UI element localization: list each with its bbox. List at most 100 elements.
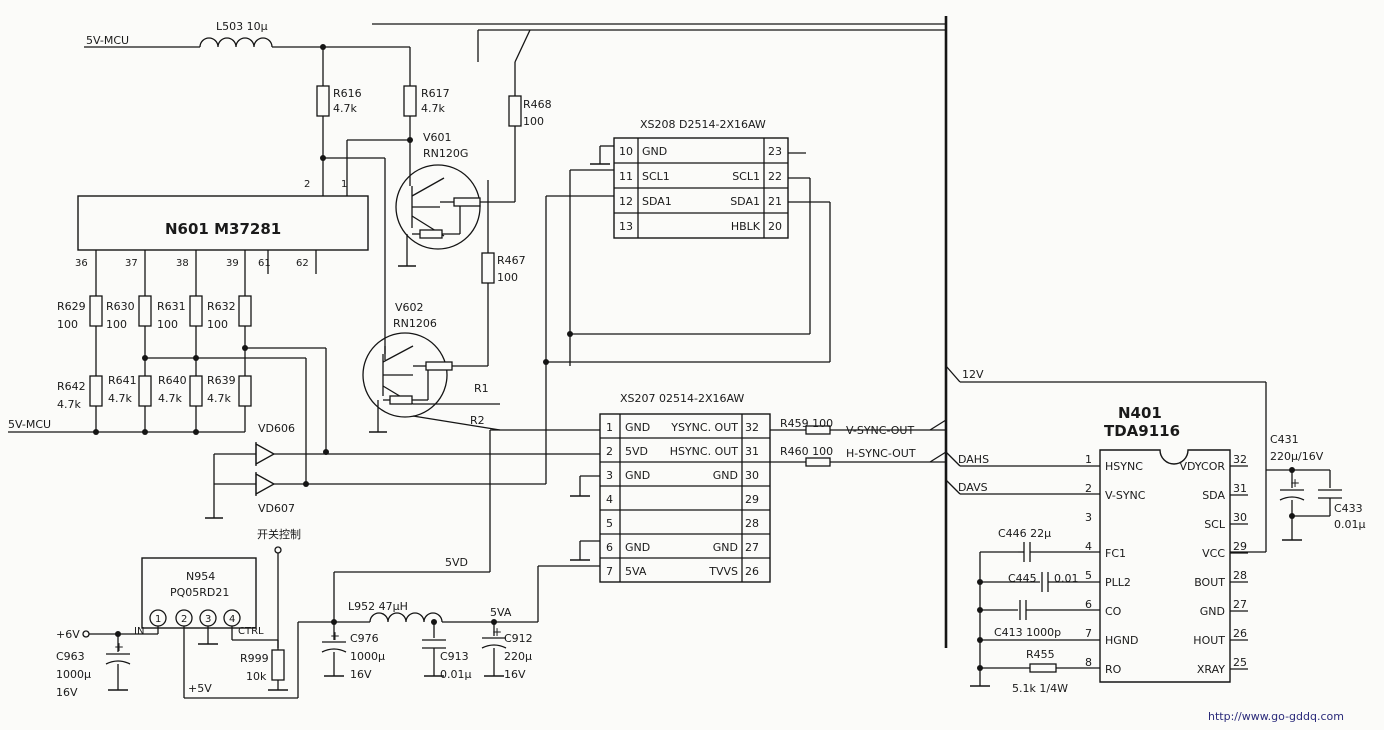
n401-left-pin-number: 5	[1085, 569, 1092, 582]
xs207-right-pin: 28	[745, 517, 759, 530]
label-n601-pin38: 38	[176, 258, 189, 269]
n401-left-pin-name: HGND	[1105, 634, 1139, 647]
label-r467-name: R467	[497, 254, 526, 267]
xs207-left-signal: GND	[625, 421, 650, 434]
label-c433-value: 0.01μ	[1334, 518, 1366, 531]
svg-text:+: +	[1290, 476, 1300, 490]
label-v601-part: RN120G	[423, 147, 468, 160]
xs207-right-pin: 27	[745, 541, 759, 554]
xs208-left-pin: 12	[619, 195, 633, 208]
label-r639-value: 4.7k	[207, 392, 231, 405]
xs207-left-signal: 5VD	[625, 445, 648, 458]
label-5va: 5VA	[490, 606, 512, 619]
label-c976-name: C976	[350, 632, 379, 645]
label-r640-value: 4.7k	[158, 392, 182, 405]
n401-left-pin-name: HSYNC	[1105, 460, 1143, 473]
l503-supply-group: 5V-MCU L503 10μ	[84, 20, 411, 86]
n401-right-pin-name: HOUT	[1193, 634, 1225, 647]
label-n601-pin62: 62	[296, 258, 309, 269]
resistor-r467: R467 100	[481, 252, 526, 284]
label-r455-name: R455	[1026, 648, 1055, 661]
label-r455-value: 5.1k 1/4W	[1012, 682, 1068, 695]
label-n601-pin37: 37	[125, 258, 138, 269]
label-r999-name: R999	[240, 652, 269, 665]
resistor-r460: R460 100	[780, 445, 833, 467]
xs207-right-signal: TVVS	[708, 565, 738, 578]
label-12v: 12V	[962, 368, 984, 381]
xs207-right-signal: GND	[713, 469, 738, 482]
n401-right-pin-number: 31	[1233, 482, 1247, 495]
label-r460: R460 100	[780, 445, 833, 458]
label-xs208-title: XS208 D2514-2X16AW	[640, 118, 766, 131]
label-c413: C413 1000p	[994, 626, 1061, 639]
capacitor-c963: + C963 1000μ 16V	[56, 640, 131, 699]
label-r641-name: R641	[108, 374, 137, 387]
resistor-r459: R459 100	[780, 417, 833, 435]
label-c445-name: C445	[1008, 572, 1037, 585]
n401-left-pin-number: 3	[1085, 511, 1092, 524]
n401-left-pin-number: 1	[1085, 453, 1092, 466]
label-n401-part: TDA9116	[1104, 422, 1180, 440]
label-xs207-title: XS207 02514-2X16AW	[620, 392, 744, 405]
label-plus-5v: +5V	[188, 682, 212, 695]
n401-right-pin-name: SCL	[1204, 518, 1226, 531]
resistor-r631: R631 100	[157, 295, 203, 331]
n401-right-pin-number: 26	[1233, 627, 1247, 640]
xs207-left-signal: GND	[625, 541, 650, 554]
label-n601: N601 M37281	[165, 220, 281, 238]
n401-right-pin-number: 29	[1233, 540, 1247, 553]
label-r642-name: R642	[57, 380, 86, 393]
n401-right-pin-name: BOUT	[1194, 576, 1225, 589]
label-l503: L503 10μ	[216, 20, 268, 33]
label-switch-control: 开关控制	[257, 527, 301, 541]
label-c963-name: C963	[56, 650, 85, 663]
label-n954-ctrl: CTRL	[238, 626, 264, 637]
capacitor-c433: C433 0.01μ	[1318, 489, 1366, 531]
label-c963-v2: 16V	[56, 686, 78, 699]
label-c913-value: 0.01μ	[440, 668, 472, 681]
label-c976-v2: 16V	[350, 668, 372, 681]
label-r617-value: 4.7k	[421, 102, 445, 115]
label-n954-part: PQ05RD21	[170, 586, 229, 599]
n401-right-pin-number: 30	[1233, 511, 1247, 524]
label-r639-name: R639	[207, 374, 236, 387]
transistor-v601: V601 RN120G	[395, 131, 515, 267]
label-r467-value: 100	[497, 271, 518, 284]
label-r629-name: R629	[57, 300, 86, 313]
resistor-r629: R629 100	[57, 295, 103, 331]
label-r640-name: R640	[158, 374, 187, 387]
xs207-left-pin: 4	[606, 493, 613, 506]
n401-right-pin-name: VDYCOR	[1180, 460, 1226, 473]
diode-vd607: VD607	[255, 472, 295, 515]
diode-vd606: VD606	[255, 422, 295, 466]
resistor-r640: R640 4.7k	[158, 374, 203, 407]
xs207-right-pin: 26	[745, 565, 759, 578]
label-davs: DAVS	[958, 481, 988, 494]
resistor-r642: R642 4.7k	[57, 375, 103, 411]
resistor-r641: R641 4.7k	[108, 374, 152, 407]
label-v602-name: V602	[395, 301, 424, 314]
label-v-sync-out: V-SYNC-OUT	[846, 424, 914, 437]
label-r999-value: 10k	[246, 670, 267, 683]
label-plus-6v: +6V	[56, 628, 80, 641]
label-c976-v1: 1000μ	[350, 650, 385, 663]
label-r468-value: 100	[523, 115, 544, 128]
xs208-right-pin: 21	[768, 195, 782, 208]
n401-right-pin-name: GND	[1200, 605, 1225, 618]
n401-left-pin-name: FC1	[1105, 547, 1126, 560]
capacitor-c413: C413 1000p	[994, 600, 1061, 639]
label-n601-pin36: 36	[75, 258, 88, 269]
label-v602-part: RN1206	[393, 317, 437, 330]
n401-right-pin-name: XRAY	[1197, 663, 1225, 676]
label-v601-name: V601	[423, 131, 452, 144]
xs208-right-pin: 23	[768, 145, 782, 158]
label-dahs: DAHS	[958, 453, 989, 466]
label-c431-name: C431	[1270, 433, 1299, 446]
label-n601-pin61: 61	[258, 258, 271, 269]
label-vd607: VD607	[258, 502, 295, 515]
label-c433-name: C433	[1334, 502, 1363, 515]
